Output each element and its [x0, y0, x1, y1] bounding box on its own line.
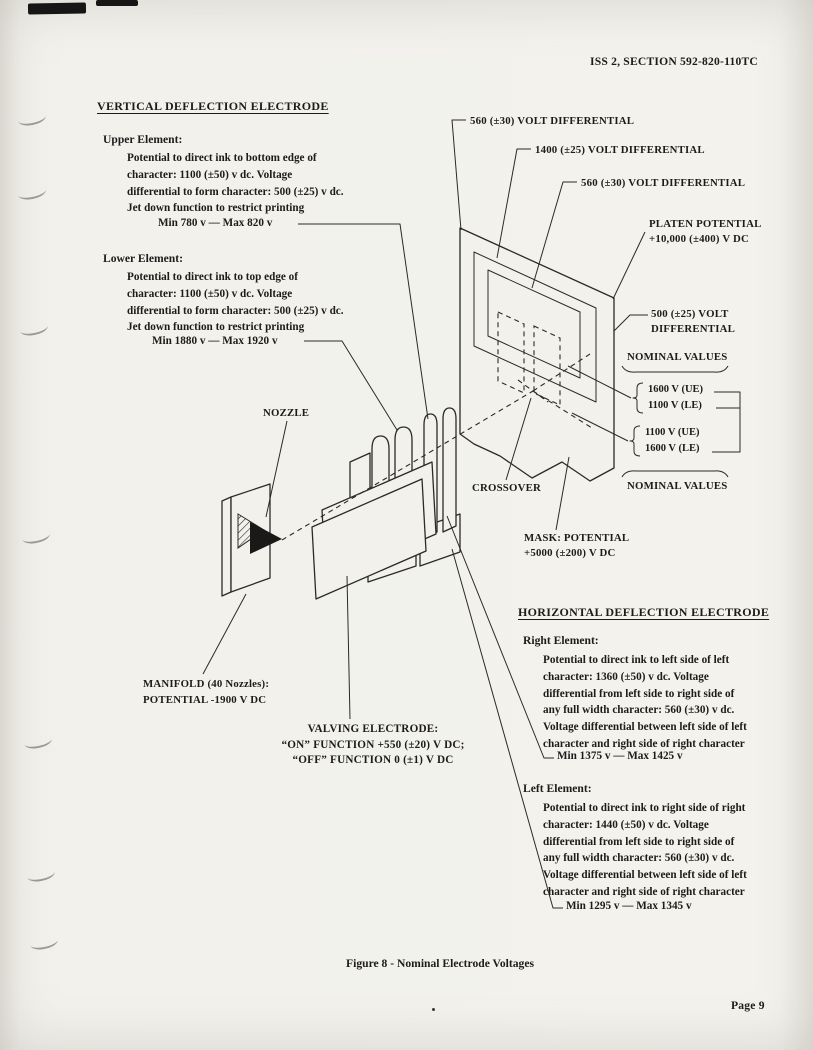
ink-jet-path: [281, 353, 593, 541]
voltage-1600-ue: 1600 V (UE): [648, 384, 704, 395]
lower-element-body: Potential to direct ink to top edge of c…: [127, 271, 344, 334]
scan-artifact: [25, 865, 57, 884]
platen-potential-label: PLATEN POTENTIAL +10,000 (±400) V DC: [649, 218, 762, 245]
left-element-range: Min 1295 v — Max 1345 v: [566, 900, 692, 912]
vertical-deflection-heading: VERTICAL DEFLECTION ELECTRODE: [97, 99, 329, 113]
upper-element-body: Potential to direct ink to bottom edge o…: [127, 152, 344, 215]
scan-artifact: [20, 527, 52, 546]
scan-artifact: [18, 319, 50, 338]
scan-artifact: [16, 109, 48, 128]
upper-element-title: Upper Element:: [103, 133, 183, 146]
scan-artifact: [432, 1008, 435, 1011]
scan-artifact: [22, 732, 54, 751]
mask-potential-label: MASK: POTENTIAL +5000 (±200) V DC: [524, 532, 630, 559]
nozzle-label: NOZZLE: [263, 407, 310, 419]
right-bracket-icon: [712, 391, 741, 453]
crossover-label: CROSSOVER: [472, 482, 541, 494]
manifold-label: MANIFOLD (40 Nozzles): POTENTIAL -1900 V…: [143, 678, 270, 706]
left-brace-icon: [632, 382, 644, 414]
left-element-title: Left Element:: [523, 782, 592, 795]
right-element-title: Right Element:: [523, 634, 599, 647]
scan-artifact: [16, 183, 48, 202]
nozzle-cone: [250, 522, 282, 554]
scan-artifact: [28, 933, 60, 952]
voltage-1600-le: 1600 V (LE): [645, 443, 700, 454]
issue-section-reference: ISS 2, SECTION 592-820-110TC: [590, 55, 758, 68]
volt-differential-top-label: 560 (±30) VOLT DIFFERENTIAL: [470, 115, 635, 127]
voltage-1100-ue: 1100 V (UE): [645, 427, 700, 438]
valving-electrode-plates: [311, 461, 437, 600]
left-brace-icon: [629, 425, 641, 457]
figure-caption: Figure 8 - Nominal Electrode Voltages: [346, 957, 534, 970]
left-element-body: Potential to direct ink to right side of…: [543, 802, 747, 898]
page-number: Page 9: [731, 999, 765, 1012]
right-element-range: Min 1375 v — Max 1425 v: [557, 750, 683, 762]
platen-mask-plate: [459, 227, 615, 482]
horizontal-deflection-heading: HORIZONTAL DEFLECTION ELECTRODE: [518, 605, 770, 619]
volt-differential-mid-label: 560 (±30) VOLT DIFFERENTIAL: [581, 177, 746, 189]
nozzle-manifold: [221, 483, 282, 597]
volt-differential-500-label: 500 (±25) VOLT DIFFERENTIAL: [651, 308, 735, 335]
scan-artifact: [27, 2, 87, 15]
nominal-values-bottom-label: NOMINAL VALUES: [627, 480, 728, 492]
right-element-body: Potential to direct ink to left side of …: [543, 654, 747, 750]
nominal-swash-bottom: [621, 470, 729, 478]
upper-element-range: Min 780 v — Max 820 v: [158, 217, 273, 229]
deflection-fork-electrodes: [349, 407, 461, 583]
valving-electrode-label: VALVING ELECTRODE: “ON” FUNCTION +550 (±…: [281, 723, 465, 766]
lower-element-title: Lower Element:: [103, 252, 183, 265]
nominal-swash-top: [621, 365, 729, 373]
voltage-1100-le: 1100 V (LE): [648, 400, 702, 411]
lower-element-range: Min 1880 v — Max 1920 v: [152, 335, 278, 347]
scan-artifact: [96, 0, 138, 6]
nominal-values-top-label: NOMINAL VALUES: [627, 351, 728, 363]
volt-differential-1400-label: 1400 (±25) VOLT DIFFERENTIAL: [535, 144, 705, 156]
